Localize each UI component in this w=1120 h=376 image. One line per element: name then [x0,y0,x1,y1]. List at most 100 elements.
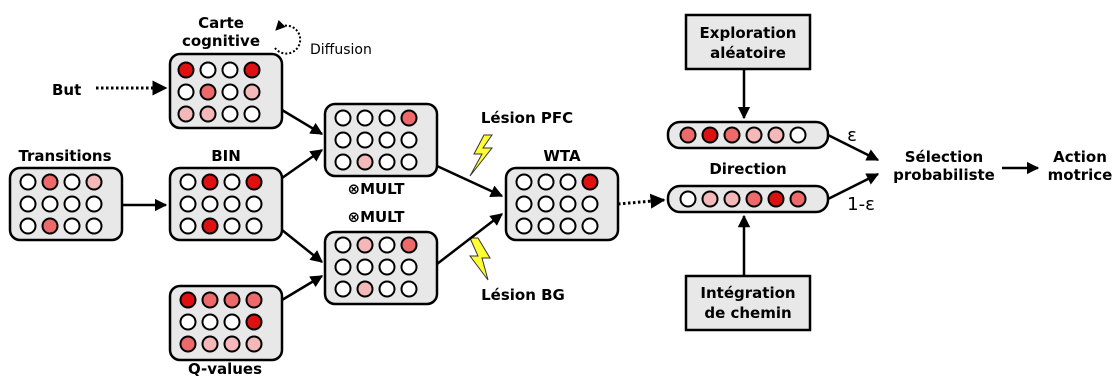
integration-box: Intégration de chemin [684,274,812,332]
wta-neuron [537,173,555,191]
transitions-neuron [41,195,59,213]
wta-label: WTA [543,147,581,165]
mult-top-to-wta-arrow [436,164,504,198]
bin-neuron [201,217,219,235]
carte-neuron [221,61,239,79]
action-label-1: Action [1053,148,1107,166]
carte-neuron [177,61,195,79]
integration-neuron [679,190,697,208]
qvalues-neuron [245,291,263,309]
bin-neuron [223,217,241,235]
transitions-neuron [85,173,103,191]
carte-label: Carte [198,14,244,32]
carte-neuron [221,105,239,123]
bin-to-mult-bottom-arrow [281,229,323,263]
carte-to-mult-arrow [281,108,324,136]
transitions-neuron [85,217,103,235]
wta-neuron [537,195,555,213]
carte-neuron [243,61,261,79]
transitions-neuron [85,195,103,213]
epsilon-label: ε [847,125,857,146]
qvalues-neuron [201,335,219,353]
integration-neuron [723,190,741,208]
transitions-neuron [19,173,37,191]
mult_top-neuron [356,153,374,171]
qvalues-neuron [179,291,197,309]
bin-neuron [245,173,263,191]
qvalues-neuron [179,335,197,353]
wta-neuron [515,173,533,191]
mult_top-neuron [334,109,352,127]
wta-neuron [515,195,533,213]
transitions-panel [8,166,124,242]
carte-neuron [199,61,217,79]
action-label-2: motrice [1048,166,1113,184]
wta-neuron [559,217,577,235]
qvalues-neuron [179,313,197,331]
wta-to-direction-arrow [617,193,666,209]
qvalues-neuron [223,291,241,309]
mult_top-neuron [378,109,396,127]
wta-neuron [581,173,599,191]
wta-neuron [581,195,599,213]
mult_top-neuron [378,153,396,171]
mult_bottom-neuron [400,236,418,254]
carte-neuron [221,83,239,101]
lesion-pfc-label: Lésion PFC [481,109,573,127]
carte-neuron [199,83,217,101]
qvalues-label: Q-values [188,360,262,376]
mult_top-neuron [356,131,374,149]
exploration-neuron [745,126,763,144]
bin-neuron [223,195,241,213]
mult_bottom-neuron [356,280,374,298]
bin-neuron [201,195,219,213]
integration-neuron [767,190,785,208]
carte-cognitive-panel [168,52,284,130]
mult_bottom-neuron [400,280,418,298]
wta-neuron [515,217,533,235]
wta-neuron [537,217,555,235]
bin-neuron [245,217,263,235]
qvalues-neuron [223,313,241,331]
mult_bottom-neuron [400,258,418,276]
mult-bottom-label: ⊗MULT [348,208,406,226]
mult_bottom-neuron [356,258,374,276]
exploration-box: Exploration aléatoire [684,13,812,71]
transitions-neuron [41,173,59,191]
direction-label: Direction [709,160,786,178]
bin-neuron [245,195,263,213]
mult_bottom-neuron [356,236,374,254]
mult_top-neuron [378,131,396,149]
integration-neuron [789,190,807,208]
mult_top-neuron [400,109,418,127]
mult_top-neuron [400,131,418,149]
transitions-neuron [41,217,59,235]
exploration-neuron [789,126,807,144]
exploration-neuron [723,126,741,144]
qvalues-neuron [245,335,263,353]
exploration-label-1: Exploration [700,24,797,42]
integration-label-2: de chemin [704,304,791,322]
mult_bottom-neuron [334,258,352,276]
wta-panel [504,166,620,242]
one-minus-epsilon-label: 1-ε [847,194,875,215]
transitions-label: Transitions [18,147,111,165]
qvalues-neuron [245,313,263,331]
mult_top-neuron [334,153,352,171]
lesion-bg-bolt-icon [469,237,491,281]
lesion-pfc-bolt-icon [469,134,494,177]
exploration-neuron [767,126,785,144]
mult_bottom-neuron [334,236,352,254]
transitions-neuron [19,217,37,235]
exploration-neuron [679,126,697,144]
carte-neuron [177,105,195,123]
exploration-neuron [701,126,719,144]
bin-panel [168,166,284,242]
qvalues-panel [168,284,284,362]
exploration-label-2: aléatoire [710,44,786,62]
qvalues-neuron [201,291,219,309]
mult-bottom-to-wta-arrow [436,213,503,265]
transitions-neuron [19,195,37,213]
mult-top-label: ⊗MULT [348,180,406,198]
